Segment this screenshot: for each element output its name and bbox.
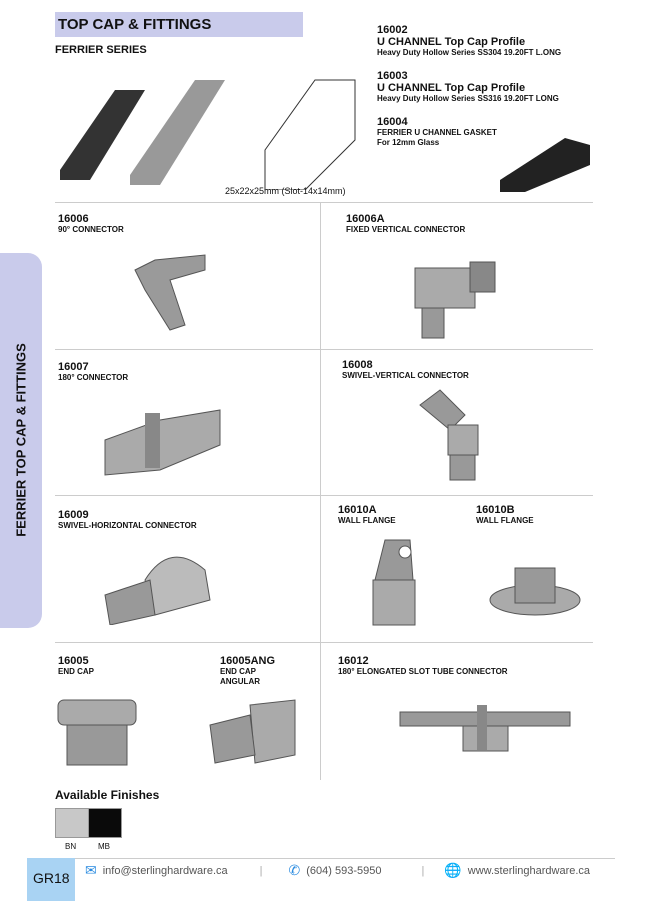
page-number-box: GR18 [27,858,75,901]
profile-drawing-image [264,79,356,190]
footer-divider [27,858,615,859]
page-title: TOP CAP & FITTINGS [58,16,212,33]
divider [55,202,593,203]
product-16002: 16002 U CHANNEL Top Cap Profile Heavy Du… [377,24,561,58]
product-desc: Heavy Duty Hollow Series SS316 19.20FT L… [377,94,559,103]
gasket-image [500,138,590,192]
product-16004: 16004 FERRIER U CHANNEL GASKET For 12mm … [377,116,497,148]
product-name: END CAP ANGULAR [220,667,260,686]
side-tab-label: FERRIER TOP CAP & FITTINGS [13,343,29,537]
product-name: U CHANNEL Top Cap Profile [377,36,526,48]
elongated-connector-image [399,705,571,752]
separator: | [421,864,425,877]
product-name: 180° CONNECTOR [58,373,129,382]
product-name: END CAP [58,667,95,676]
product-code: 16002 [377,24,408,36]
product-name: SWIVEL-VERTICAL CONNECTOR [342,371,469,380]
finish-label: BN [65,842,77,851]
finish-swatch-bn [55,808,89,838]
swivel-vertical-connector-image [419,389,479,481]
email-link[interactable]: info@sterlinghardware.ca [102,864,228,877]
product-name: U CHANNEL Top Cap Profile [377,82,526,94]
product-code: 16005ANG [220,655,276,667]
divider [55,495,593,496]
connector-90-image [134,254,206,331]
globe-icon: 🌐 [444,862,462,878]
phone-link[interactable]: (604) 593-5950 [306,864,382,877]
email-icon: ✉ [85,862,97,878]
series-title: FERRIER SERIES [55,44,147,56]
black-profile-image [60,90,145,180]
side-tab: FERRIER TOP CAP & FITTINGS [0,253,42,628]
divider [55,349,593,350]
steel-profile-image [130,80,225,185]
separator: | [259,864,263,877]
finishes-title: Available Finishes [55,788,160,802]
product-code: 16003 [377,70,408,82]
divider [320,202,321,780]
page-number: GR18 [33,870,70,886]
wall-flange-a-image [372,539,416,626]
connector-180-image [104,409,221,476]
product-code: 16006 [58,213,89,225]
product-code: 16010B [476,504,515,516]
header-banner: TOP CAP & FITTINGS [55,12,303,37]
product-name: FIXED VERTICAL CONNECTOR [346,225,466,234]
footer-contact: ✉ info@sterlinghardware.ca | ✆ (604) 593… [85,862,590,879]
product-code: 16009 [58,509,89,521]
product-16003: 16003 U CHANNEL Top Cap Profile Heavy Du… [377,70,559,104]
top-cap-profile-images [60,79,356,190]
product-name: 90° CONNECTOR [58,225,124,234]
product-code: 16004 [377,116,408,128]
fixed-vertical-connector-image [414,261,496,339]
product-name: 180° ELONGATED SLOT TUBE CONNECTOR [338,667,508,676]
swivel-horizontal-connector-image [104,556,211,625]
finish-label: MB [98,842,110,851]
product-name: WALL FLANGE [476,516,534,525]
end-cap-image [57,699,137,766]
product-code: 16012 [338,655,369,667]
dimension-label: 25x22x25mm (Slot-14x14mm) [225,186,346,196]
product-code: 16006A [346,213,385,225]
finish-swatch-mb [88,808,122,838]
product-desc: For 12mm Glass [377,138,440,147]
product-name: WALL FLANGE [338,516,396,525]
product-name: FERRIER U CHANNEL GASKET [377,128,497,137]
product-name: SWIVEL-HORIZONTAL CONNECTOR [58,521,197,530]
divider [55,642,593,643]
website-link[interactable]: www.sterlinghardware.ca [467,864,591,877]
product-code: 16008 [342,359,373,371]
product-code: 16005 [58,655,89,667]
product-code: 16007 [58,361,89,373]
end-cap-angular-image [209,699,296,764]
phone-icon: ✆ [288,862,301,878]
product-code: 16010A [338,504,377,516]
wall-flange-b-image [489,567,581,616]
product-desc: Heavy Duty Hollow Series SS304 19.20FT L… [377,48,562,57]
